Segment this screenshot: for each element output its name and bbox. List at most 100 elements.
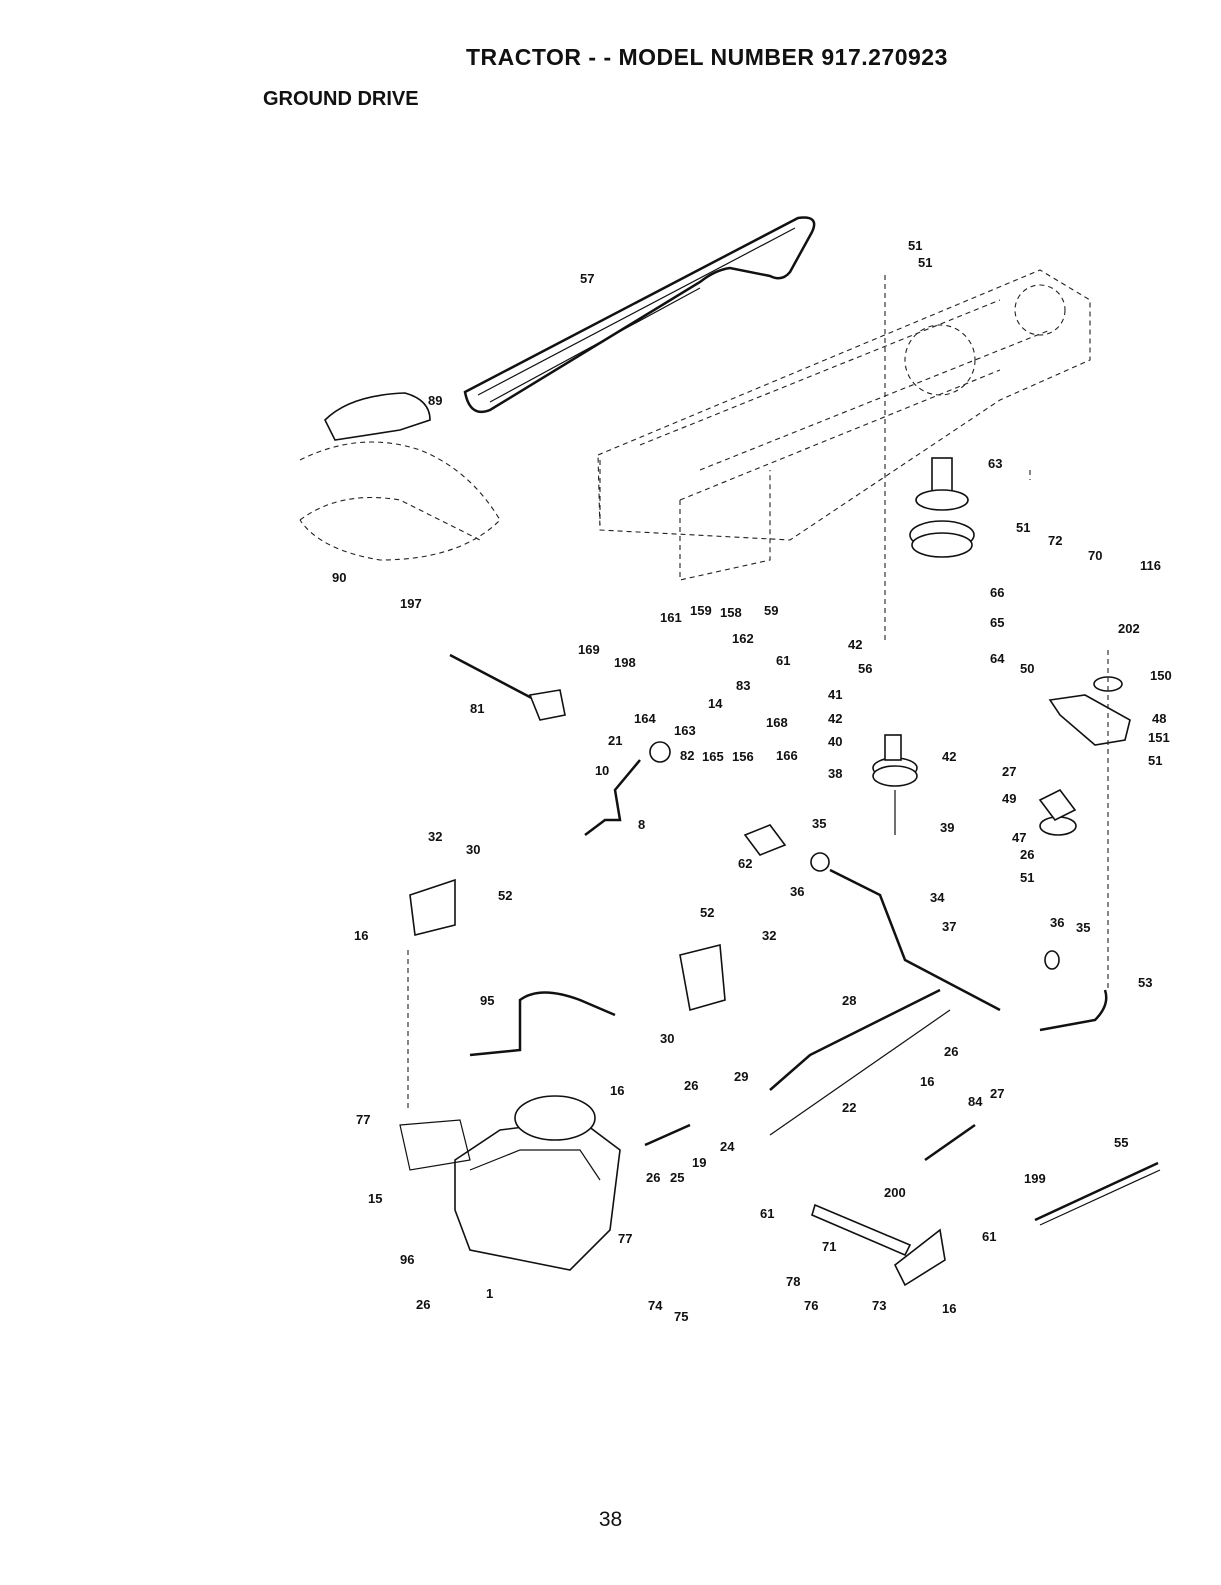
bracket-30-right	[679, 943, 726, 1012]
part-callout-51: 51	[908, 238, 922, 253]
part-callout-71: 71	[822, 1239, 836, 1254]
bracket-71	[811, 1203, 912, 1257]
part-callout-165: 165	[702, 749, 724, 764]
part-callout-28: 28	[842, 993, 856, 1008]
part-callout-51: 51	[1020, 870, 1034, 885]
part-callout-61: 61	[760, 1206, 774, 1221]
part-callout-16: 16	[610, 1083, 624, 1098]
part-callout-36: 36	[790, 884, 804, 899]
part-callout-48: 48	[1152, 711, 1166, 726]
part-callout-63: 63	[988, 456, 1002, 471]
rod-22	[769, 1009, 951, 1136]
part-callout-38: 38	[828, 766, 842, 781]
part-callout-56: 56	[858, 661, 872, 676]
part-callout-89: 89	[428, 393, 442, 408]
part-callout-61: 61	[776, 653, 790, 668]
part-callout-32: 32	[762, 928, 776, 943]
part-callout-51: 51	[1016, 520, 1030, 535]
fender-outline	[299, 441, 501, 561]
idler-bracket-48	[1048, 694, 1131, 746]
part-callout-50: 50	[1020, 661, 1034, 676]
part-callout-21: 21	[608, 733, 622, 748]
part-callout-41: 41	[828, 687, 842, 702]
part-callout-26: 26	[646, 1170, 660, 1185]
part-callout-24: 24	[720, 1139, 735, 1154]
knob-21	[649, 741, 671, 763]
part-callout-35: 35	[812, 816, 826, 831]
part-callout-8: 8	[638, 817, 645, 832]
part-callout-166: 166	[776, 748, 798, 763]
rod-28	[769, 988, 941, 1091]
shaft-81	[449, 653, 546, 707]
part-callout-200: 200	[884, 1185, 906, 1200]
part-callout-26: 26	[944, 1044, 958, 1059]
part-callout-27: 27	[1002, 764, 1016, 779]
part-callout-53: 53	[1138, 975, 1152, 990]
part-callout-95: 95	[480, 993, 494, 1008]
part-callout-59: 59	[764, 603, 778, 618]
part-callout-0: 0	[602, 763, 609, 778]
transaxle-1	[399, 1095, 621, 1271]
rod-95	[469, 991, 616, 1057]
part-callout-26: 26	[1020, 847, 1034, 862]
part-callout-150: 150	[1150, 668, 1172, 683]
part-callout-1: 1	[595, 763, 602, 778]
rod-84	[924, 1123, 976, 1162]
part-callout-39: 39	[940, 820, 954, 835]
part-callout-62: 62	[738, 856, 752, 871]
part-callout-169: 169	[578, 642, 600, 657]
part-callout-162: 162	[732, 631, 754, 646]
pulley-38	[872, 734, 918, 835]
part-callout-75: 75	[674, 1309, 688, 1324]
part-callout-40: 40	[828, 734, 842, 749]
part-callout-82: 82	[680, 748, 694, 763]
bracket-73	[893, 1228, 946, 1287]
part-callout-158: 158	[720, 605, 742, 620]
bushing-62	[743, 824, 787, 856]
shift-cover-89	[324, 392, 431, 441]
part-callout-66: 66	[990, 585, 1004, 600]
part-callout-65: 65	[990, 615, 1004, 630]
part-callout-72: 72	[1048, 533, 1062, 548]
drive-belt-57	[463, 216, 816, 414]
bracket-30-left	[409, 878, 456, 936]
part-callout-161: 161	[660, 610, 682, 625]
part-callout-116: 116	[1140, 558, 1161, 573]
part-callout-35: 35	[1076, 920, 1090, 935]
part-callout-83: 83	[736, 678, 750, 693]
part-callout-42: 42	[942, 749, 956, 764]
pulley-63	[909, 457, 975, 558]
part-callout-32: 32	[428, 829, 442, 844]
part-callout-81: 81	[470, 701, 484, 716]
page-title: TRACTOR - - MODEL NUMBER 917.270923	[466, 44, 948, 70]
part-callout-30: 30	[660, 1031, 674, 1046]
part-callout-74: 74	[648, 1298, 663, 1313]
part-callout-159: 159	[690, 603, 712, 618]
part-callout-84: 84	[968, 1094, 983, 1109]
part-callout-27: 27	[990, 1086, 1004, 1101]
part-callout-51: 51	[918, 255, 932, 270]
part-callout-199: 199	[1024, 1171, 1046, 1186]
rod-34	[829, 868, 1001, 1012]
part-callout-15: 15	[368, 1191, 382, 1206]
part-callout-42: 42	[828, 711, 842, 726]
part-callout-52: 52	[498, 888, 512, 903]
part-callout-36: 36	[1050, 915, 1064, 930]
page-number: 38	[598, 1508, 623, 1531]
part-callout-164: 164	[634, 711, 656, 726]
part-callout-198: 198	[614, 655, 636, 670]
part-callout-22: 22	[842, 1100, 856, 1115]
part-callout-163: 163	[674, 723, 696, 738]
part-callout-197: 197	[400, 596, 422, 611]
lever-8	[584, 759, 641, 836]
part-callout-16: 16	[354, 928, 368, 943]
part-callout-51: 51	[1148, 753, 1162, 768]
part-callout-55: 55	[1114, 1135, 1128, 1150]
part-callout-16: 16	[942, 1301, 956, 1316]
part-callout-29: 29	[734, 1069, 748, 1084]
part-callout-78: 78	[786, 1274, 800, 1289]
part-callout-202: 202	[1118, 621, 1140, 636]
part-callout-64: 64	[990, 651, 1005, 666]
